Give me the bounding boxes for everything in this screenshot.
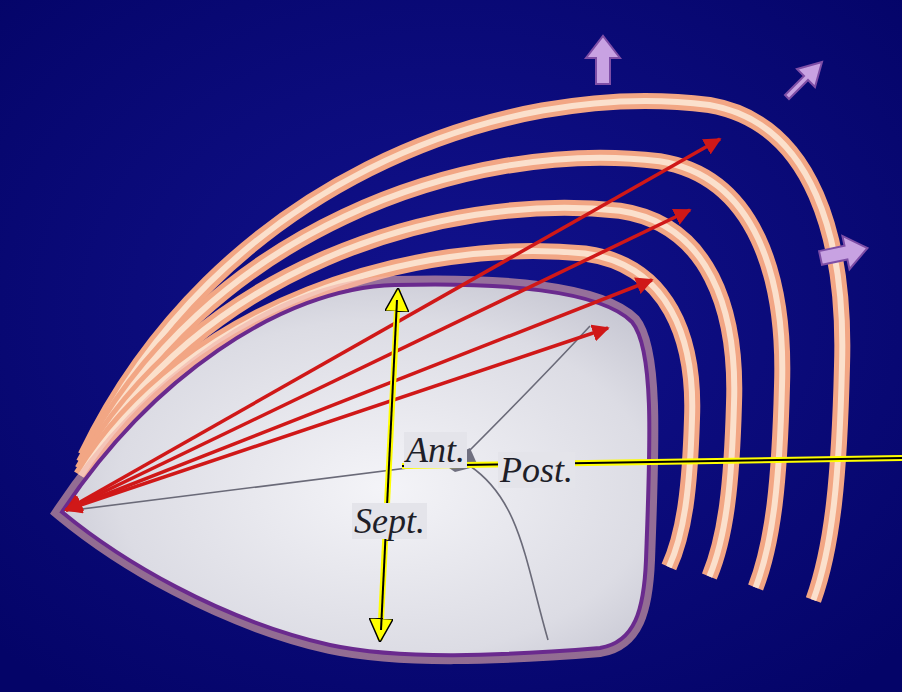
leader-line bbox=[402, 458, 902, 466]
diameter-arrow bbox=[380, 290, 398, 640]
diameter-core bbox=[381, 300, 397, 630]
leader-core bbox=[402, 458, 902, 466]
radius-arrow bbox=[66, 139, 720, 510]
leaflet-label: Sept. bbox=[352, 503, 427, 539]
expansion-arrow bbox=[586, 36, 620, 84]
commissure bbox=[470, 466, 548, 640]
radius-arrow bbox=[66, 328, 608, 510]
expansion-arrows bbox=[586, 36, 871, 275]
radius-arrows bbox=[66, 139, 720, 510]
measurement-lines bbox=[380, 290, 902, 640]
expansion-arrow bbox=[817, 231, 871, 274]
radius-arrow bbox=[66, 280, 652, 510]
leaflet-label: Ant. bbox=[404, 432, 467, 468]
leaflet-label: Post. bbox=[498, 452, 575, 488]
expansion-arrow bbox=[785, 62, 822, 99]
